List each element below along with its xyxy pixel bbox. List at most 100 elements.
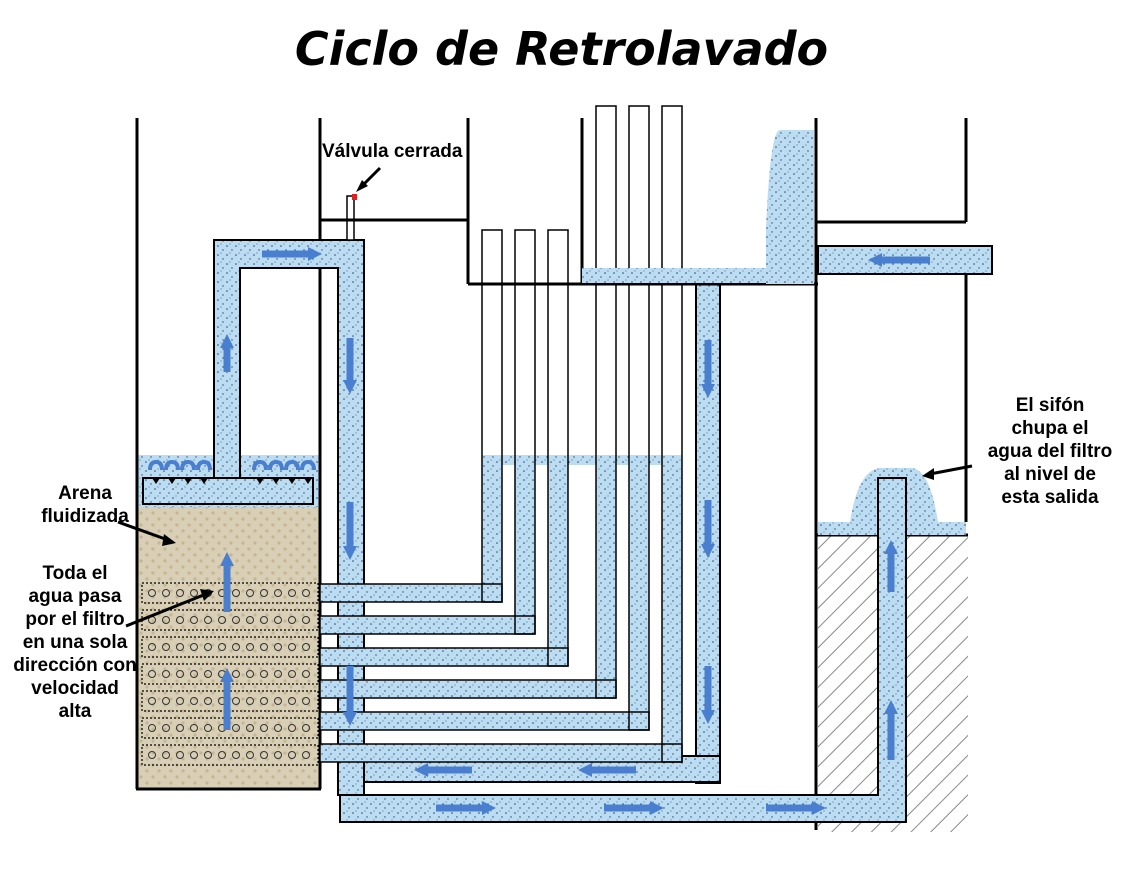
siphon-pointer-arrow bbox=[929, 464, 973, 476]
flow-arrow bbox=[884, 700, 898, 760]
flow-arrow bbox=[766, 801, 826, 815]
media-pebble bbox=[190, 697, 198, 705]
media-pebble bbox=[162, 724, 170, 732]
media-pebble bbox=[176, 751, 184, 759]
media-pebble bbox=[260, 724, 268, 732]
media-pebble bbox=[148, 643, 156, 651]
collector-nozzle bbox=[288, 478, 296, 484]
flow-arrow bbox=[220, 668, 234, 730]
media-pebble bbox=[232, 724, 240, 732]
flow-arrow bbox=[701, 340, 715, 398]
media-pebble bbox=[176, 697, 184, 705]
tube-water bbox=[629, 455, 649, 712]
flow-arrow bbox=[701, 500, 715, 558]
closed-valve bbox=[346, 194, 357, 241]
tube-horizontal bbox=[319, 615, 536, 635]
tube-horizontal bbox=[319, 647, 569, 667]
flow-label-line: en una sola bbox=[22, 632, 128, 653]
collector-nozzle bbox=[304, 478, 312, 484]
media-pebble bbox=[190, 724, 198, 732]
media-pebble bbox=[218, 643, 226, 651]
media-pebble bbox=[302, 670, 310, 678]
media-pebble bbox=[260, 697, 268, 705]
media-pebble bbox=[176, 643, 184, 651]
media-pebble bbox=[204, 751, 212, 759]
media-pebble bbox=[176, 616, 184, 624]
inverted-u-pipe bbox=[213, 239, 365, 796]
media-pebble bbox=[246, 697, 254, 705]
media-pebble bbox=[162, 643, 170, 651]
siphon-label-line: agua del filtro bbox=[987, 441, 1113, 462]
tube-vertical bbox=[595, 105, 617, 699]
media-pebble bbox=[246, 589, 254, 597]
media-pebble bbox=[148, 751, 156, 759]
flow-arrow bbox=[701, 666, 715, 724]
media-pebble bbox=[260, 670, 268, 678]
media-pebble bbox=[190, 670, 198, 678]
tube-water bbox=[548, 455, 568, 648]
tube-horizontal bbox=[319, 711, 650, 731]
media-pebble bbox=[274, 751, 282, 759]
media-pebble bbox=[204, 670, 212, 678]
collector-hook bbox=[300, 459, 316, 471]
sand-pointer-arrow bbox=[117, 520, 169, 542]
flow-direction-arrows bbox=[220, 247, 930, 815]
media-pebble bbox=[274, 670, 282, 678]
media-pebble bbox=[246, 616, 254, 624]
media-pebble bbox=[260, 616, 268, 624]
media-pebble bbox=[246, 643, 254, 651]
media-pebble bbox=[204, 697, 212, 705]
media-pebble bbox=[176, 670, 184, 678]
siphon-label: El sifón chupa el agua del filtro al niv… bbox=[975, 394, 1123, 509]
media-pebble bbox=[274, 724, 282, 732]
collector-nozzle bbox=[184, 478, 192, 484]
media-pebble bbox=[190, 751, 198, 759]
media-pebble bbox=[288, 589, 296, 597]
flow-arrow bbox=[220, 334, 234, 372]
media-pebble bbox=[288, 643, 296, 651]
flow-arrow bbox=[343, 666, 357, 726]
media-pebble bbox=[274, 697, 282, 705]
media-pebble bbox=[302, 643, 310, 651]
tube-vertical bbox=[547, 229, 569, 667]
media-pebble bbox=[148, 697, 156, 705]
media-pebble bbox=[190, 589, 198, 597]
flow-arrow bbox=[884, 540, 898, 592]
media-pebble bbox=[218, 751, 226, 759]
media-pebble bbox=[148, 589, 156, 597]
media-pebble bbox=[204, 724, 212, 732]
media-layer bbox=[141, 744, 319, 766]
media-pebble bbox=[302, 724, 310, 732]
flow-arrow bbox=[220, 552, 234, 612]
tube-vertical bbox=[514, 229, 536, 635]
media-pebble bbox=[232, 751, 240, 759]
collector-hook bbox=[164, 459, 180, 471]
collector-nozzle bbox=[256, 478, 264, 484]
siphon-label-line: chupa el bbox=[1011, 418, 1089, 439]
media-layer bbox=[141, 636, 319, 658]
tube-water bbox=[662, 455, 682, 744]
flow-arrow bbox=[436, 801, 496, 815]
tube-manifold bbox=[319, 105, 818, 784]
tube-horizontal bbox=[319, 679, 617, 699]
media-pebble bbox=[260, 589, 268, 597]
media-pebble bbox=[232, 589, 240, 597]
media-pebble bbox=[162, 589, 170, 597]
tube-vertical bbox=[628, 105, 650, 731]
media-pebble bbox=[190, 643, 198, 651]
media-pebble bbox=[148, 724, 156, 732]
media-pebble bbox=[302, 589, 310, 597]
collector-hook bbox=[252, 459, 268, 471]
media-pebble bbox=[288, 670, 296, 678]
flow-label-line: velocidad bbox=[31, 678, 119, 699]
media-pebble bbox=[274, 589, 282, 597]
media-pebble bbox=[288, 616, 296, 624]
media-pebble bbox=[204, 643, 212, 651]
media-pebble bbox=[190, 616, 198, 624]
flow-label-line: por el filtro bbox=[25, 609, 125, 630]
collector-hook bbox=[196, 459, 212, 471]
media-pebble bbox=[302, 697, 310, 705]
media-pebble bbox=[232, 697, 240, 705]
